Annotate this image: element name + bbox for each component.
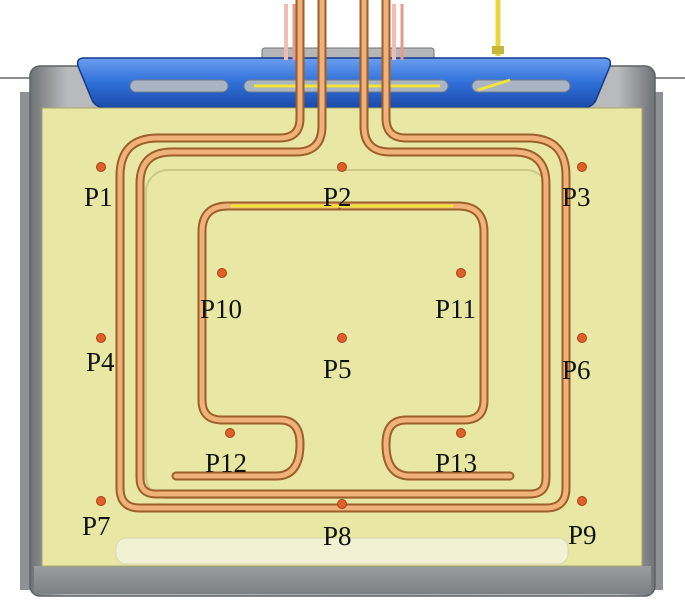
point-marker-p1 — [96, 162, 106, 172]
point-label-p11: P11 — [435, 294, 476, 324]
wire-yellow-clip — [492, 46, 504, 54]
point-label-p6: P6 — [562, 355, 591, 385]
point-label-p13: P13 — [435, 448, 477, 478]
point-label-p12: P12 — [205, 448, 247, 478]
tube-second-loop — [137, 0, 549, 497]
point-label-p2: P2 — [323, 182, 352, 212]
point-marker-p4 — [96, 333, 106, 343]
tube-right-serpentine — [339, 203, 513, 479]
point-marker-p5 — [337, 333, 347, 343]
point-marker-p2 — [337, 162, 347, 172]
plate-bottom-strip — [115, 537, 569, 565]
point-marker-p9 — [577, 496, 587, 506]
housing-bottom-band — [34, 566, 651, 594]
point-label-p10: P10 — [200, 294, 242, 324]
point-marker-p8 — [337, 499, 347, 509]
top-wires — [284, 0, 504, 60]
point-label-p8: P8 — [323, 521, 352, 551]
lid-slot-right-yellow — [477, 78, 511, 92]
point-marker-p11 — [456, 268, 466, 278]
point-label-p3: P3 — [562, 182, 591, 212]
point-label-p9: P9 — [568, 520, 597, 550]
point-marker-p6 — [577, 333, 587, 343]
point-marker-p7 — [96, 496, 106, 506]
tube-left-serpentine — [173, 203, 345, 479]
point-marker-p10 — [217, 268, 227, 278]
point-label-p5: P5 — [323, 354, 352, 384]
point-label-p7: P7 — [82, 511, 111, 541]
point-marker-p12 — [225, 428, 235, 438]
point-marker-p3 — [577, 162, 587, 172]
point-label-p1: P1 — [84, 182, 113, 212]
lid — [76, 57, 612, 109]
point-label-p4: P4 — [86, 347, 115, 377]
lid-slot-left — [129, 79, 229, 93]
point-marker-p13 — [456, 428, 466, 438]
